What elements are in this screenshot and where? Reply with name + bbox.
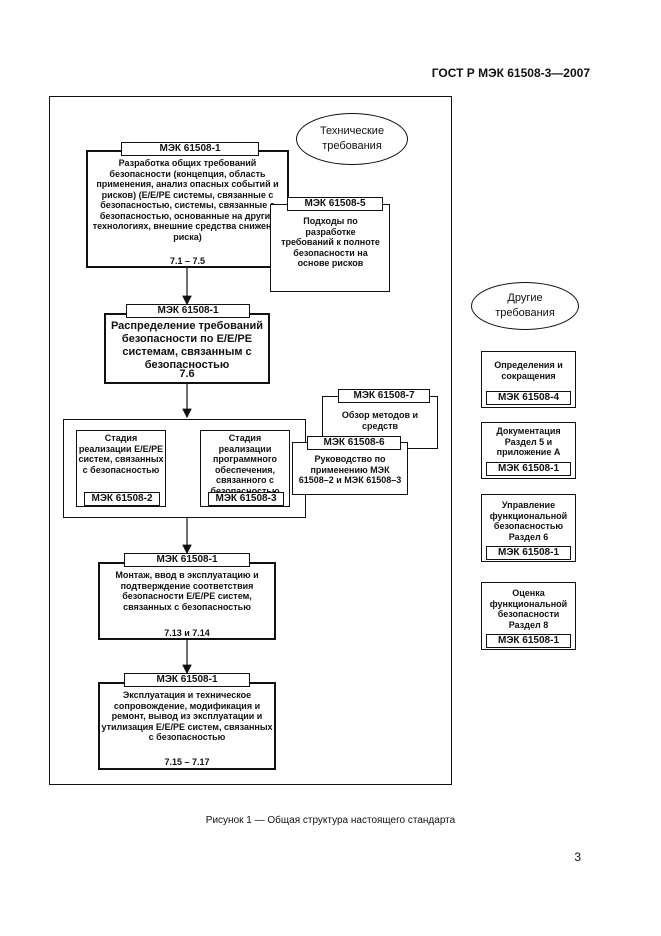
box7-label: МЭК 61508-7	[338, 389, 430, 403]
box3-text: Монтаж, ввод в эксплуатацию и подтвержде…	[115, 570, 259, 612]
box2-text: Распределение требований безопасности по…	[110, 320, 264, 371]
box6-label: МЭК 61508-6	[307, 436, 401, 450]
figure-caption: Рисунок 1 — Общая структура настоящего с…	[205, 815, 456, 826]
box7-text: Обзор методов и средств	[341, 410, 419, 431]
box6-text: Руководство по применению МЭК 61508–2 и …	[298, 454, 402, 485]
box5-label: МЭК 61508-5	[287, 197, 383, 211]
side0-label: МЭК 61508-4	[486, 391, 571, 405]
stage-sw-label: МЭК 61508-3	[208, 492, 284, 506]
box4-text: Эксплуатация и техническое сопровождение…	[101, 690, 273, 742]
box4-label: МЭК 61508-1	[124, 673, 250, 687]
stage-hw-label: МЭК 61508-2	[84, 492, 160, 506]
side0-text: Определения и сокращения	[494, 360, 563, 381]
box5-text: Подходы по разработке требований к полно…	[281, 216, 380, 268]
stage-hw-text: Стадия реализации E/E/PE систем, связанн…	[78, 433, 164, 475]
diagram-frame	[49, 96, 452, 785]
box1-text: Разработка общих требований безопасности…	[92, 158, 283, 242]
tech-requirements-ellipse: Технические требования	[296, 113, 408, 165]
box2-label: МЭК 61508-1	[126, 304, 250, 318]
document-header: ГОСТ Р МЭК 61508-3—2007	[431, 66, 590, 80]
box4-ref: 7.15 – 7.17	[164, 757, 210, 767]
side2-label: МЭК 61508-1	[486, 546, 571, 560]
side1-label: МЭК 61508-1	[486, 462, 571, 476]
box1-ref: 7.1 – 7.5	[169, 256, 206, 266]
other-requirements-ellipse: Другие требования	[471, 282, 579, 330]
side1-text: Документация Раздел 5 и приложение А	[496, 426, 561, 457]
stage-sw-text: Стадия реализации программного обеспечен…	[210, 433, 280, 496]
box-61508-6	[292, 442, 408, 495]
side3-label: МЭК 61508-1	[486, 634, 571, 648]
box2-ref: 7.6	[179, 368, 195, 380]
box1-label: МЭК 61508-1	[121, 142, 259, 156]
page-number: 3	[574, 850, 581, 864]
side3-text: Оценка функциональной безопасности Разде…	[489, 588, 568, 630]
side2-text: Управление функциональной безопасностью …	[489, 500, 568, 542]
box-operation	[98, 682, 276, 770]
box3-label: МЭК 61508-1	[124, 553, 250, 567]
box-allocation	[104, 313, 270, 384]
box3-ref: 7.13 и 7.14	[164, 628, 210, 638]
